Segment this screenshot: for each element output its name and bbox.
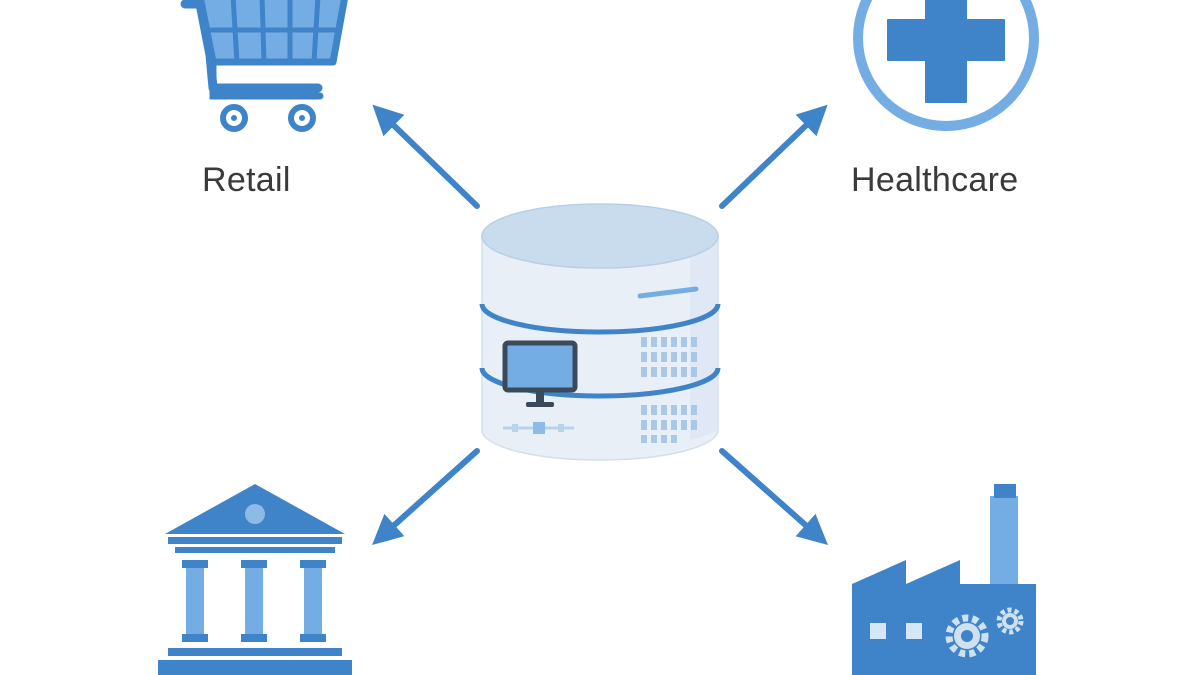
bank-building-icon <box>158 484 352 675</box>
monitor-icon <box>502 340 578 407</box>
edge-to-finance <box>372 448 480 546</box>
gear-icon <box>945 614 989 658</box>
gear-small-icon <box>996 607 1024 635</box>
vent-grid-upper <box>641 337 697 377</box>
medical-cross-icon <box>853 0 1039 131</box>
node-label-healthcare: Healthcare <box>851 161 1019 199</box>
vent-grid-lower <box>641 405 697 443</box>
shopping-cart-icon <box>180 0 348 132</box>
edge-to-retail <box>372 104 480 209</box>
edge-to-healthcare <box>719 104 828 209</box>
database-server-icon <box>479 203 721 461</box>
network-connector-icon <box>503 422 574 434</box>
node-label-retail: Retail <box>202 161 291 199</box>
factory-icon <box>852 484 1036 675</box>
edge-to-manufacturing <box>719 448 828 545</box>
